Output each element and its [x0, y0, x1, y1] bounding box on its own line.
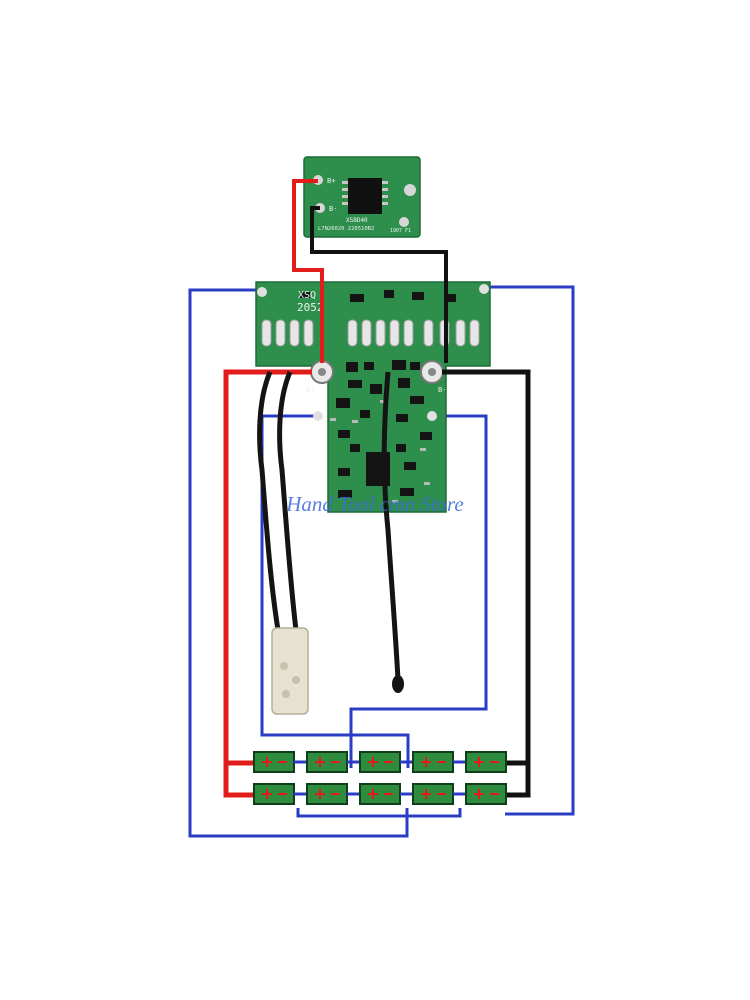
- battery-pack: [253, 751, 507, 805]
- blue-wire-inner-right: [349, 414, 488, 768]
- label-bplus: B+: [306, 386, 314, 394]
- blue-wire-outer-right: [484, 285, 575, 816]
- small-board-pad-minus-label: B-: [329, 205, 337, 213]
- corner-marking: 1907 F1: [390, 228, 411, 234]
- battery-cell: [359, 751, 401, 773]
- bead-thermistor: [381, 371, 404, 693]
- blue-wire-bottom-mid: [296, 808, 462, 818]
- lot-marking: L7N26020 220510B2: [318, 226, 374, 232]
- black-power-wire: [442, 369, 531, 798]
- red-power-wire: [223, 369, 312, 798]
- battery-cell: [359, 783, 401, 805]
- label-code: 2052: [297, 301, 324, 314]
- main-board: XSQ 2052 B+ B-: [255, 281, 491, 513]
- battery-cell: [306, 783, 348, 805]
- label-xsq: XSQ: [298, 290, 316, 301]
- small-board: B+ B- XSBD40 L7N26020 220510B2 1907 F1: [303, 156, 421, 238]
- small-board-pad-plus-label: B+: [327, 177, 335, 185]
- flat-thermistor: [257, 371, 309, 715]
- battery-cell: [253, 783, 295, 805]
- chip-marking: XSBD40: [346, 217, 368, 224]
- label-bminus: B-: [438, 386, 446, 394]
- battery-cell: [306, 751, 348, 773]
- battery-cell: [412, 783, 454, 805]
- red-wire-signal: [292, 179, 324, 363]
- blue-wire-outer-left: [188, 288, 409, 838]
- battery-cell: [253, 751, 295, 773]
- battery-cell: [465, 751, 507, 773]
- battery-cell: [412, 751, 454, 773]
- battery-cell: [465, 783, 507, 805]
- black-wire-signal: [310, 206, 448, 363]
